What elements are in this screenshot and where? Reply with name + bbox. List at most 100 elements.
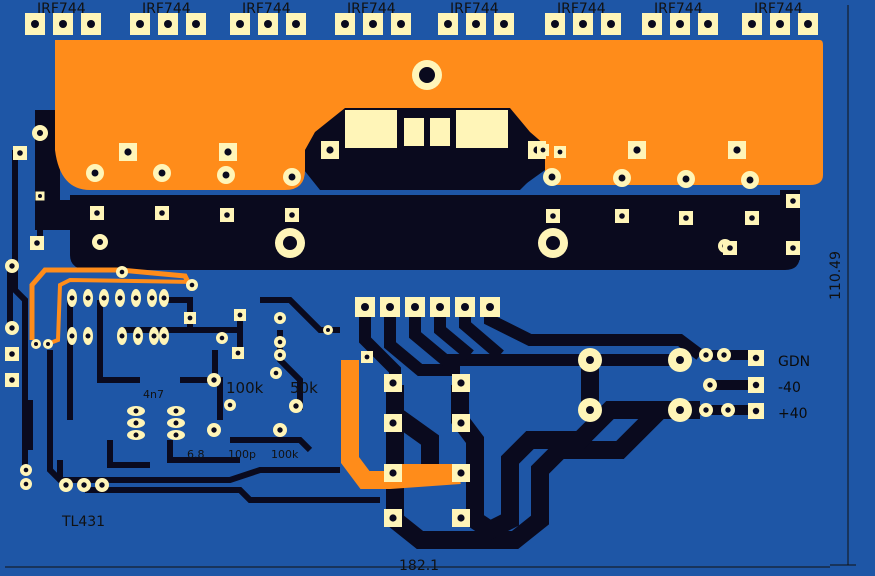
round-pad xyxy=(283,168,301,186)
square-pad xyxy=(430,297,450,317)
square-pad xyxy=(748,377,764,393)
mosfet-row: IRF744 IRF744 IRF744 IRF744 IRF744 IRF744 IRF7… xyxy=(25,1,818,35)
square-pad xyxy=(554,146,566,158)
square-pad xyxy=(30,236,44,250)
value-label-100k: 100k xyxy=(226,379,264,397)
oval-pad xyxy=(167,430,185,440)
mosfet-pad-hole xyxy=(292,20,300,28)
square-pad xyxy=(384,374,402,392)
square-pad xyxy=(384,414,402,432)
round-pad xyxy=(86,164,104,182)
square-pad xyxy=(35,191,45,201)
oval-pad xyxy=(133,327,143,345)
round-pad xyxy=(699,348,713,362)
mosfet-pad-hole xyxy=(369,20,377,28)
round-pad xyxy=(741,171,759,189)
mosfet-pad-hole xyxy=(748,20,756,28)
oval-pad xyxy=(131,289,141,307)
mosfet-label: IRF744 xyxy=(754,1,803,17)
value-label-100p: 100p xyxy=(228,448,256,461)
round-pad xyxy=(92,234,108,250)
round-pad xyxy=(274,336,286,348)
square-pad xyxy=(234,309,246,321)
mosfet-label: IRF744 xyxy=(654,1,703,17)
value-label-100k-small: 100k xyxy=(271,448,299,461)
square-pad xyxy=(786,241,800,255)
oval-pad xyxy=(127,418,145,428)
square-pad xyxy=(615,209,629,223)
square-pad xyxy=(546,209,560,223)
oval-pad xyxy=(117,327,127,345)
mosfet-irf744: IRF744 xyxy=(335,1,411,35)
mosfet-pad-hole xyxy=(648,20,656,28)
round-pad xyxy=(20,464,32,476)
mounting-hole-center xyxy=(283,236,297,250)
square-pad xyxy=(5,347,19,361)
mosfet-irf744: IRF744 xyxy=(230,1,306,35)
round-pad xyxy=(274,349,286,361)
round-pad xyxy=(216,332,228,344)
mounting-holes xyxy=(275,60,568,258)
height-dimension: 110.49 xyxy=(828,251,844,300)
mosfet-label: IRF744 xyxy=(450,1,499,17)
center-pads xyxy=(345,110,508,148)
mosfet-irf744: IRF744 xyxy=(545,1,621,35)
mosfet-label: IRF744 xyxy=(142,1,191,17)
square-pad xyxy=(628,141,646,159)
oval-pad xyxy=(149,327,159,345)
oval-pad xyxy=(83,327,93,345)
mosfet-pad-hole xyxy=(236,20,244,28)
round-pad xyxy=(116,266,128,278)
square-pad xyxy=(728,141,746,159)
mosfet-pad-hole xyxy=(804,20,812,28)
oval-pad xyxy=(147,289,157,307)
mounting-hole-center xyxy=(419,67,435,83)
square-pad xyxy=(452,464,470,482)
mosfet-pad-hole xyxy=(776,20,784,28)
square-pad xyxy=(745,211,759,225)
mosfet-pad-hole xyxy=(444,20,452,28)
round-pad xyxy=(613,169,631,187)
mosfet-pad-hole xyxy=(87,20,95,28)
mosfet-pad-hole xyxy=(31,20,39,28)
round-pad xyxy=(43,339,53,349)
mounting-hole-center xyxy=(546,236,560,250)
output-pad-hole xyxy=(676,406,684,414)
center-pad xyxy=(430,118,450,146)
square-pad xyxy=(537,144,549,156)
round-pad xyxy=(273,423,287,437)
mosfet-pad-hole xyxy=(59,20,67,28)
square-pad xyxy=(155,206,169,220)
square-pad xyxy=(355,297,375,317)
oval-pad xyxy=(127,406,145,416)
round-pad xyxy=(153,164,171,182)
component-pads xyxy=(5,125,800,527)
square-pad xyxy=(13,146,27,160)
oval-pad xyxy=(83,289,93,307)
oval-pad xyxy=(167,418,185,428)
pos-40-label: +40 xyxy=(778,406,808,422)
square-pad xyxy=(5,373,19,387)
square-pad xyxy=(321,141,339,159)
center-heatsink-notch xyxy=(305,108,545,188)
square-pad xyxy=(452,509,470,527)
top-jumpers xyxy=(29,267,461,489)
round-pad xyxy=(95,478,109,492)
mosfet-pad-hole xyxy=(264,20,272,28)
mosfet-pad-hole xyxy=(136,20,144,28)
round-pad xyxy=(721,403,735,417)
oval-pad xyxy=(67,327,77,345)
square-pad xyxy=(184,312,196,324)
mosfet-pad-hole xyxy=(472,20,480,28)
square-pad xyxy=(452,374,470,392)
mosfet-pad-hole xyxy=(192,20,200,28)
round-pad xyxy=(59,478,73,492)
square-pad xyxy=(232,347,244,359)
round-pad xyxy=(77,478,91,492)
oval-pad xyxy=(127,430,145,440)
output-pad-hole xyxy=(586,406,594,414)
square-pad xyxy=(119,143,137,161)
mosfet-irf744: IRF744 xyxy=(130,1,206,35)
center-pad xyxy=(345,110,397,148)
